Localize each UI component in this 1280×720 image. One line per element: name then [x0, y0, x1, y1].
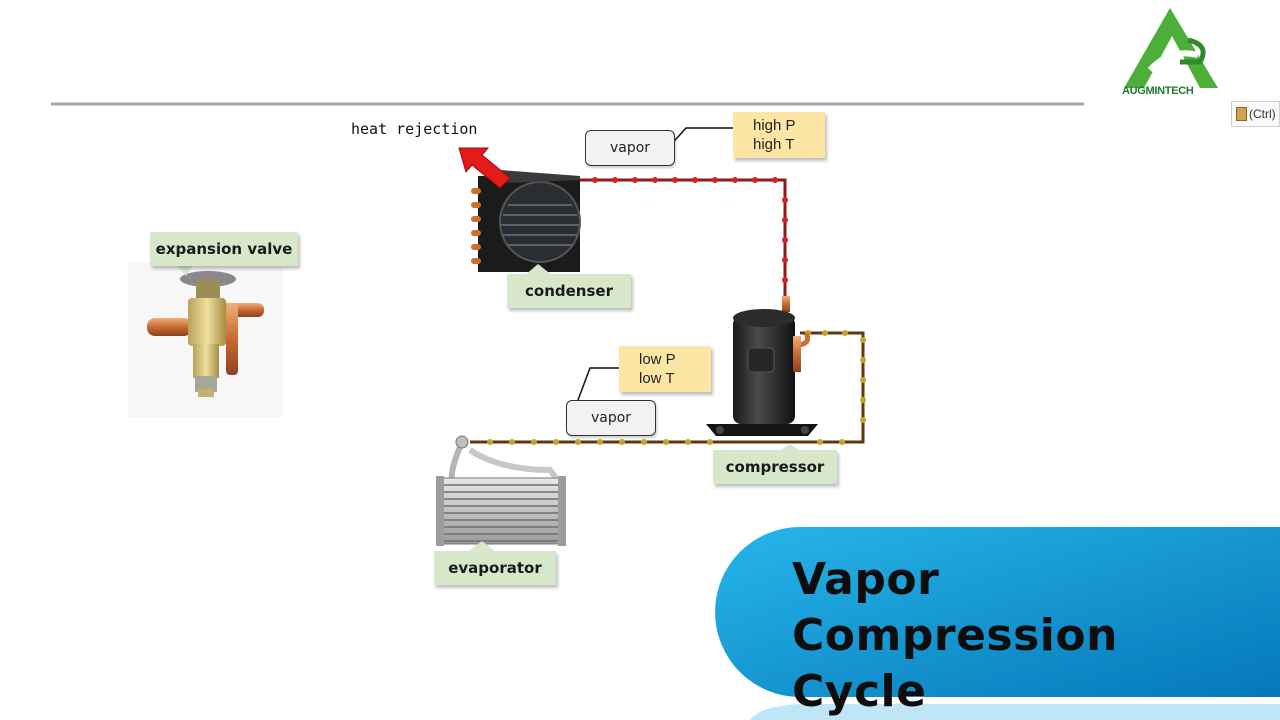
title-banner — [715, 527, 1280, 697]
high-side-conditions: high P high T — [733, 112, 825, 158]
evaporator-image — [436, 435, 566, 546]
slide-title-line-1: Vapor Compression — [792, 554, 1118, 661]
banner-lower-strip — [750, 704, 1280, 720]
compressor-label: compressor — [713, 450, 837, 484]
high-side-state: vapor — [585, 130, 675, 166]
expansion-valve-image — [128, 262, 283, 417]
evaporator-label: evaporator — [434, 551, 556, 585]
high-pressure-dots — [592, 177, 788, 301]
condenser-image — [471, 170, 581, 272]
high-side-callout-line — [667, 127, 734, 149]
high-temperature-text: high T — [753, 136, 795, 153]
condenser-label-tail — [524, 264, 553, 276]
low-side-conditions: low P low T — [619, 346, 711, 392]
paste-options-label: (Ctrl) — [1249, 107, 1276, 121]
heat-rejection-label: heat rejection — [351, 120, 478, 138]
high-pressure-line — [580, 178, 787, 305]
low-temperature-text: low T — [639, 370, 675, 387]
compressor-image — [706, 296, 818, 436]
expansion-valve-label: expansion valve — [150, 232, 298, 266]
high-pressure-text: high P — [753, 117, 796, 134]
evaporator-label-tail — [468, 541, 496, 552]
low-pressure-text: low P — [639, 351, 676, 368]
low-side-callout-line — [577, 367, 620, 401]
brand-name: AUGMINTECH — [1122, 85, 1194, 97]
low-side-state: vapor — [566, 400, 656, 436]
slide-title: Vapor Compression Cycle — [792, 552, 1280, 720]
condenser-label: condenser — [507, 274, 631, 308]
clipboard-icon — [1236, 107, 1247, 121]
slide-title-line-2: Cycle — [792, 666, 927, 717]
expansion-valve-label-tail — [178, 266, 192, 276]
augmintech-logo — [1124, 8, 1218, 88]
heat-rejection-arrow — [458, 147, 511, 189]
paste-options-button[interactable]: (Ctrl) — [1231, 101, 1280, 127]
